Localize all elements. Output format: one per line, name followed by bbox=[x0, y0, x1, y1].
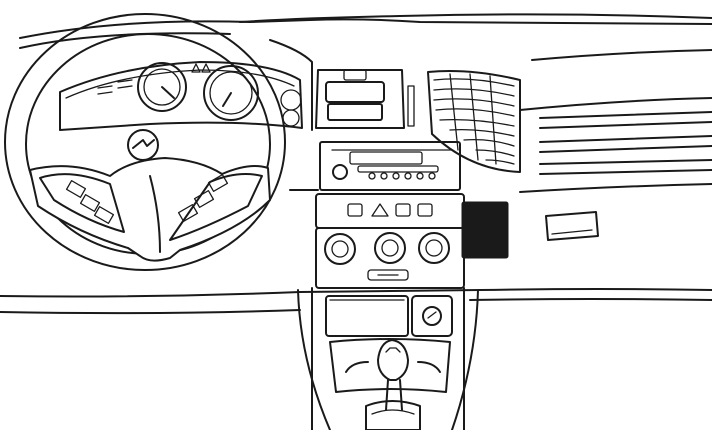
speedometer-gauge-icon bbox=[137, 62, 187, 112]
glovebox-icon bbox=[545, 211, 599, 241]
wheel-button-right bbox=[177, 174, 229, 222]
instrument-cluster bbox=[59, 61, 303, 131]
center-button-row bbox=[315, 193, 465, 229]
wheel-button-left bbox=[65, 180, 115, 224]
center-console bbox=[297, 287, 479, 430]
dashboard-outline bbox=[0, 13, 712, 315]
air-vent-icon bbox=[427, 70, 521, 173]
tachometer-gauge-icon bbox=[203, 65, 259, 121]
climate-control-icon bbox=[315, 227, 465, 289]
car-radio-icon bbox=[319, 141, 461, 191]
gear-shifter-icon bbox=[345, 339, 441, 430]
warning-lights-icon bbox=[191, 63, 211, 73]
opel-logo-icon bbox=[127, 129, 159, 161]
center-top-unit bbox=[315, 69, 415, 129]
right-dash-vents bbox=[539, 111, 712, 175]
steering-wheel-icon bbox=[4, 13, 286, 271]
mount-plate-icon bbox=[461, 201, 509, 259]
